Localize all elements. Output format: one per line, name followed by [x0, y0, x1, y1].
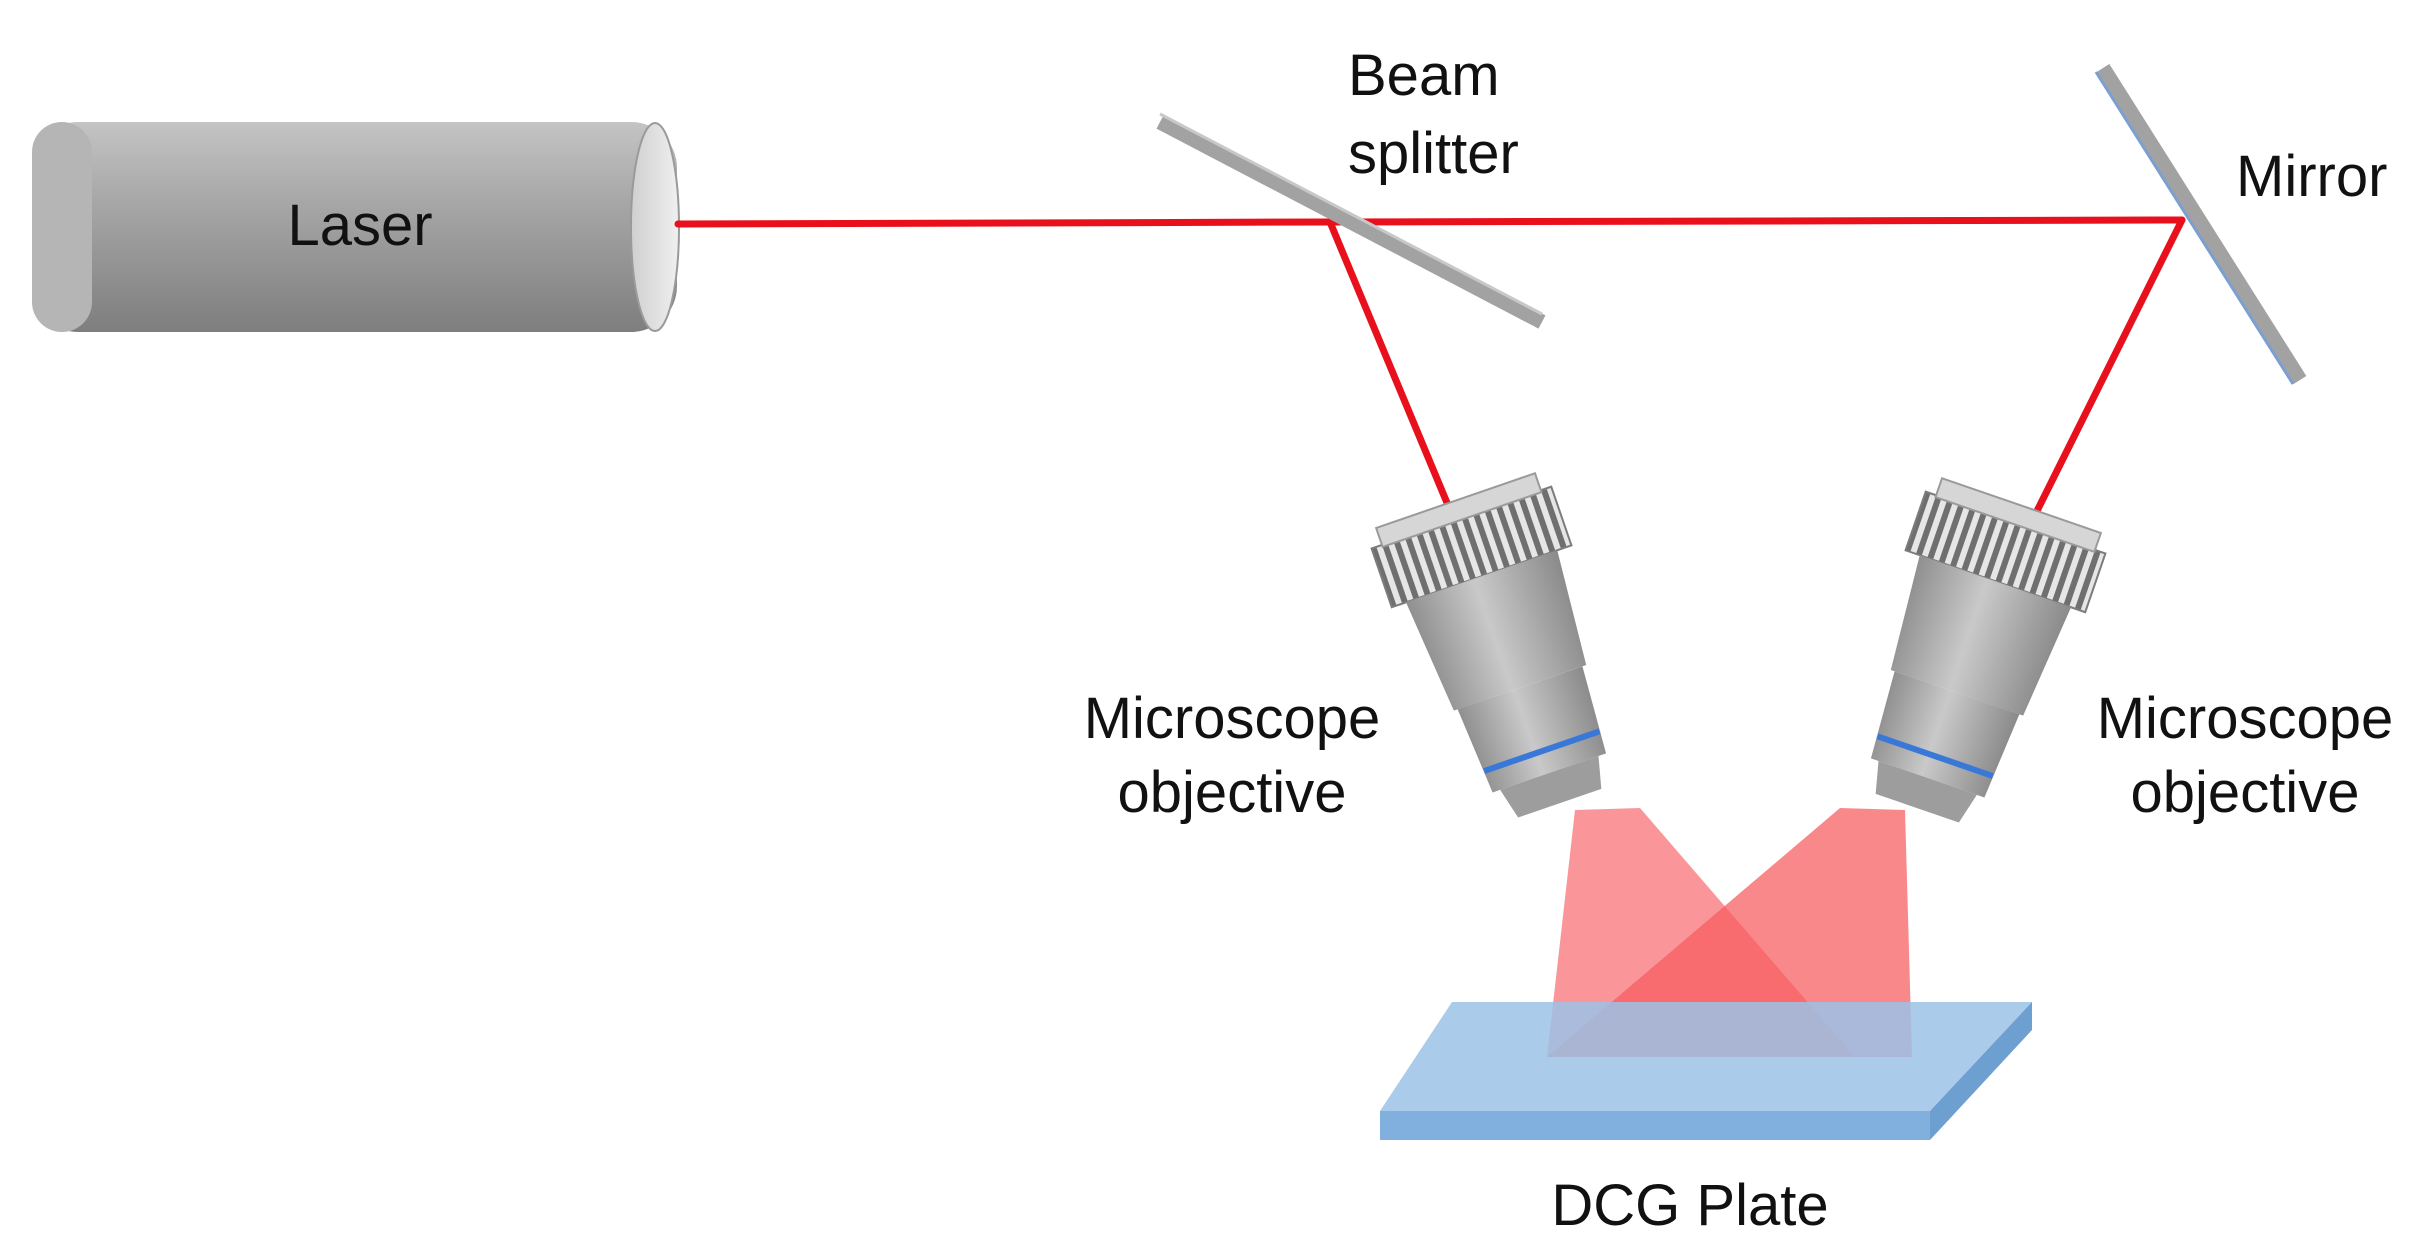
laser-body-left-cap — [32, 122, 92, 332]
left-objective-lens-ring — [1483, 728, 1601, 774]
dcg-plate: DCG Plate — [1380, 1002, 2032, 1238]
right-objective-body — [1890, 555, 2072, 716]
laser-body — [32, 122, 677, 332]
left-objective-body — [1405, 550, 1587, 711]
right-objective-cone — [1547, 808, 1912, 1057]
dcg-plate-front — [1380, 1111, 1930, 1140]
laser-label: Laser — [287, 193, 432, 258]
incident-beam — [674, 218, 1334, 228]
dcg-plate-side — [1930, 1002, 2032, 1140]
beam-splitter: Beam splitter — [1156, 43, 1546, 329]
beam-splitter-label-line1: Beam — [1348, 43, 1500, 108]
laser-beams — [674, 216, 2186, 529]
reflected-beam-to-left-objective — [1326, 218, 1459, 526]
laser: Laser — [32, 122, 680, 332]
right-objective-label-line1: Microscope — [2097, 686, 2394, 751]
transmitted-beam — [1326, 216, 2186, 226]
right-microscope-objective — [1870, 476, 2107, 823]
light-cones — [1547, 808, 1912, 1057]
left-objective-label-line2: objective — [1118, 760, 1347, 825]
left-objective-label-line1: Microscope — [1084, 686, 1381, 751]
left-microscope-objective — [1370, 471, 1607, 818]
beam-splitter-label-line2: splitter — [1348, 121, 1519, 186]
mirror: Mirror — [2094, 63, 2387, 385]
mirror-label: Mirror — [2236, 144, 2387, 209]
beam-splitter-plate — [1156, 115, 1546, 329]
dcg-plate-label: DCG Plate — [1551, 1173, 1828, 1238]
mirror-plate — [2096, 63, 2307, 385]
mirror-beam-to-right-objective — [2026, 216, 2186, 529]
dcg-plate-top — [1380, 1002, 2032, 1111]
right-objective-lens-ring — [1876, 733, 1994, 779]
right-objective-label-line2: objective — [2131, 760, 2360, 825]
laser-aperture — [630, 122, 680, 332]
